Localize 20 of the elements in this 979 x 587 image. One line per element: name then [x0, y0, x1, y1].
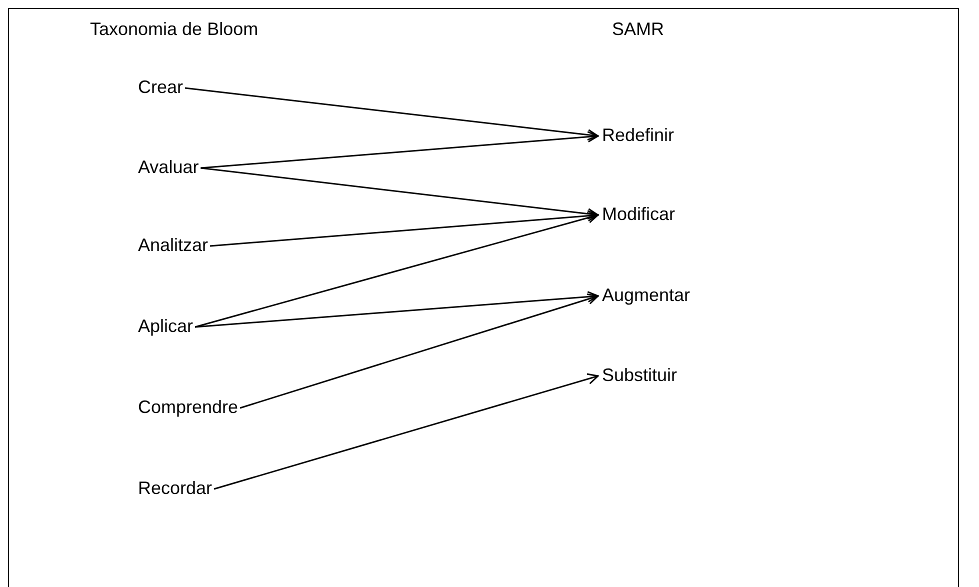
level-label: Crear — [138, 76, 184, 98]
arrow — [194, 212, 599, 328]
column-heading: SAMR — [612, 19, 664, 40]
arrow — [200, 167, 599, 220]
arrow — [210, 210, 599, 247]
arrow — [184, 87, 599, 141]
level-label: Aplicar — [138, 315, 194, 337]
level-label: Analitzar — [138, 234, 208, 256]
level-label: Augmentar — [602, 284, 690, 306]
level-label: Modificar — [602, 203, 676, 225]
level-label: Recordar — [138, 477, 212, 499]
arrow — [194, 291, 599, 328]
arrow — [240, 293, 599, 409]
arrow — [214, 373, 599, 490]
level-label: Avaluar — [138, 156, 199, 178]
arrow — [200, 131, 599, 169]
column-heading: Taxonomia de Bloom — [90, 19, 258, 40]
level-label: Comprendre — [138, 396, 238, 418]
level-label: Redefinir — [602, 124, 674, 146]
level-label: Substituir — [602, 364, 678, 386]
